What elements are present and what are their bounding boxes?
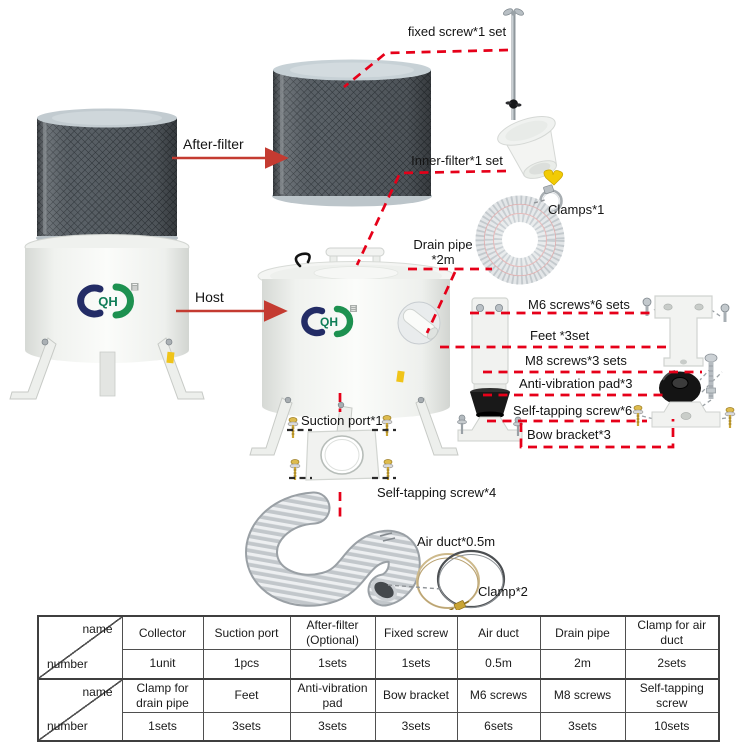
- host-illustration: QH: [249, 247, 459, 465]
- after-filter-illustration: [272, 59, 432, 207]
- self-tapping-screw-icon: [632, 405, 644, 426]
- table-row: name number Clamp for drain pipe Feet An…: [37, 677, 720, 742]
- foot-assembled-illustration: [457, 297, 523, 442]
- self-tapping-screw-icon: [381, 415, 393, 436]
- table-row: 1unit 1pcs 1sets 1sets 0.5m 2m 2sets: [38, 649, 720, 679]
- brand-logo: QH: [77, 283, 139, 319]
- m6-screw-icon: [642, 297, 652, 316]
- drain-pipe-illustration: [475, 195, 565, 285]
- part-count-cell: 1sets: [374, 649, 458, 679]
- part-count-cell: 0.5m: [456, 649, 541, 679]
- corner-number-label: number: [47, 719, 88, 733]
- part-name-cell: Suction port: [202, 615, 291, 650]
- drain-pipe-label: Drain pipe *2m: [406, 237, 480, 267]
- m6-screws-label: M6 screws*6 sets: [528, 297, 630, 312]
- self-tapping-screw-6-label: Self-tapping screw*6: [513, 403, 633, 418]
- part-name-cell: Collector: [121, 615, 204, 650]
- drain-pipe-label-line1: Drain pipe: [413, 237, 473, 252]
- corner-name-label: name: [82, 622, 113, 636]
- inner-filter-label: Inner-filter*1 set: [411, 153, 503, 168]
- fixed-screw-illustration: [503, 8, 524, 120]
- part-count-cell: 1unit: [121, 649, 204, 679]
- m8-screw-icon: [704, 353, 718, 399]
- part-count-cell: 3sets: [202, 711, 291, 742]
- part-name-cell: Clamp for drain pipe: [121, 677, 204, 713]
- table-corner-cell: name number: [37, 677, 123, 742]
- self-tapping-screw-icon: [382, 459, 394, 480]
- m6-screw-icon: [720, 303, 730, 322]
- part-name-cell: Anti-vibration pad: [289, 677, 376, 713]
- drain-pipe-label-line2: *2m: [431, 252, 455, 267]
- clamps-label: Clamps*1: [548, 202, 605, 217]
- self-tapping-screw-icon: [457, 414, 467, 434]
- brand-logo-text: QH: [320, 315, 338, 329]
- part-count-cell: 2sets: [624, 649, 720, 679]
- part-name-cell: Air duct: [456, 615, 541, 650]
- part-name-cell: M6 screws: [456, 677, 541, 713]
- part-name-cell: Feet: [202, 677, 291, 713]
- brand-logo-text: QH: [98, 294, 118, 309]
- table-corner-cell: name number: [37, 615, 123, 679]
- part-count-cell: 3sets: [374, 711, 458, 742]
- part-count-cell: 2m: [539, 649, 626, 679]
- fixed-screw-label: fixed screw*1 set: [407, 24, 507, 39]
- inner-filter-illustration: [497, 116, 558, 179]
- part-count-cell: 1sets: [121, 711, 204, 742]
- air-duct-label: Air duct*0.5m: [417, 534, 496, 549]
- self-tapping-screw-icon: [724, 407, 736, 428]
- table-row: 1sets 3sets 3sets 3sets 6sets 3sets 10se…: [38, 711, 720, 742]
- after-filter-label: After-filter: [183, 136, 244, 152]
- part-count-cell: 3sets: [289, 711, 376, 742]
- part-count-cell: 1sets: [289, 649, 376, 679]
- m8-screws-label: M8 screws*3 sets: [525, 353, 627, 368]
- part-name-cell: Clamp for air duct: [624, 615, 720, 650]
- callout-lines: [172, 48, 702, 590]
- diagram-artwork: QH: [9, 8, 736, 610]
- self-tapping-screw-4-label: Self-tapping screw*4: [377, 485, 497, 500]
- part-name-cell: M8 screws: [539, 677, 626, 713]
- part-count-cell: 6sets: [456, 711, 541, 742]
- table-row: name number Collector Suction port After…: [37, 615, 720, 679]
- foot-exploded-illustration: [632, 295, 736, 428]
- part-count-cell: 10sets: [624, 711, 720, 742]
- feet-label: Feet *3set: [530, 328, 590, 343]
- suction-port-illustration: [287, 415, 394, 481]
- host-label: Host: [195, 289, 224, 305]
- parts-table: name number Collector Suction port After…: [37, 615, 720, 742]
- air-duct-clamps-illustration: [416, 549, 506, 610]
- part-count-cell: 1pcs: [202, 649, 291, 679]
- part-name-cell: Self-tapping screw: [624, 677, 720, 713]
- air-duct-illustration: [245, 491, 421, 607]
- part-name-cell: Drain pipe: [539, 615, 626, 650]
- brand-logo: QH: [301, 305, 357, 338]
- collector-illustration: QH: [9, 108, 205, 400]
- corner-number-label: number: [47, 656, 88, 671]
- part-name-cell: Fixed screw: [374, 615, 458, 650]
- part-count-cell: 3sets: [539, 711, 626, 742]
- suction-port-label: Suction port*1: [301, 413, 383, 428]
- part-name-cell: Bow bracket: [374, 677, 458, 713]
- bow-bracket-label: Bow bracket*3: [527, 427, 611, 442]
- anti-vibration-pad-label: Anti-vibration pad*3: [519, 376, 633, 391]
- self-tapping-screw-icon: [287, 417, 299, 438]
- part-name-cell: After-filter (Optional): [289, 615, 376, 650]
- clamp-2-label: Clamp*2: [478, 584, 528, 599]
- anti-vibration-pad-icon: [659, 370, 701, 405]
- corner-name-label: name: [82, 684, 113, 699]
